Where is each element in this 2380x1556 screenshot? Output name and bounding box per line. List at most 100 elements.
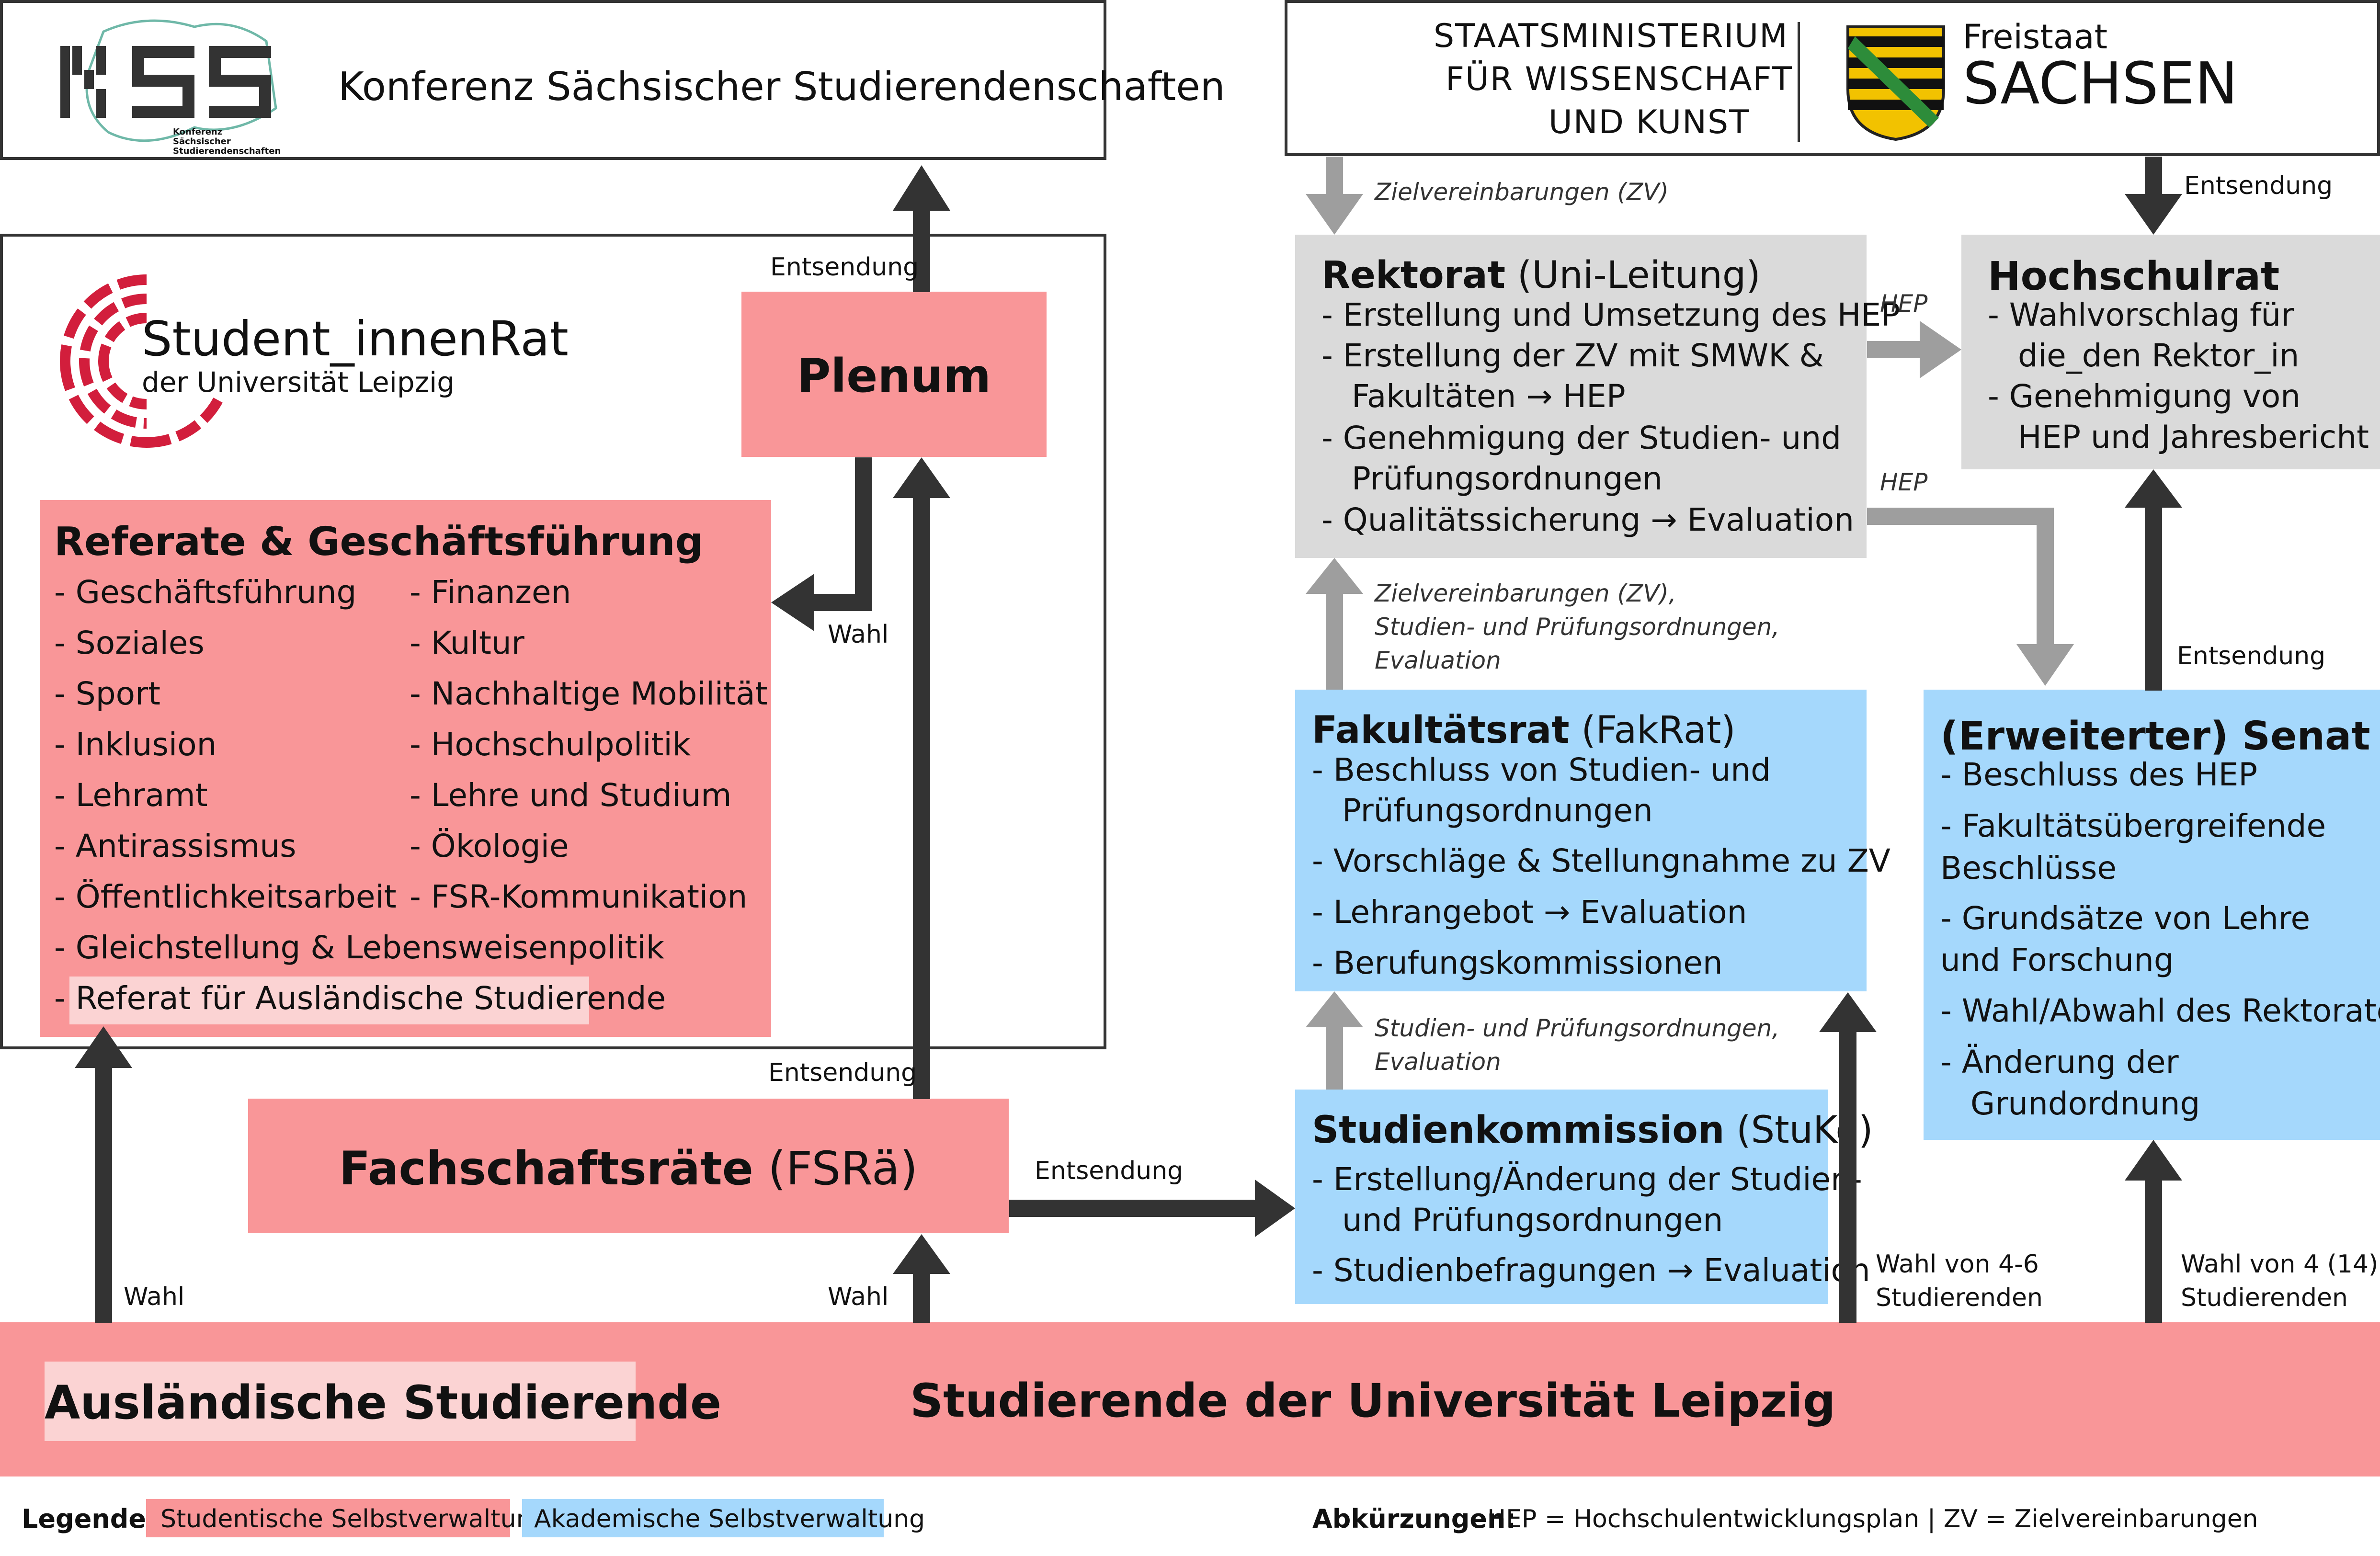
senat-title: (Erweiterter) Senat (1940, 714, 2370, 759)
referate-item: - FSR-Kommunikation (410, 878, 748, 915)
rektorat-title-row: Rektorat (Uni-Leitung) (1321, 254, 1761, 297)
foreign-students-box: Ausländische Studierende (45, 1362, 722, 1441)
hochschulrat-item: - Genehmigung von (1988, 378, 2301, 415)
fakrat-item: - Lehrangebot → Evaluation (1312, 894, 1747, 931)
label-wahl-fsr: Wahl (828, 1283, 889, 1311)
abbr-text: HEP = Hochschulentwicklungsplan | ZV = Z… (1487, 1505, 2258, 1533)
fsr-title: Fachschaftsräte (339, 1142, 753, 1195)
referate-title: Referate & Geschäftsführung (54, 519, 704, 565)
referate-item: - Kultur (410, 625, 524, 661)
label-spo-2: Evaluation (1375, 1048, 1501, 1076)
rektorat-item: - Erstellung und Umsetzung des HEP (1321, 296, 1900, 333)
stuko-item: - Erstellung/Änderung der Studien- (1312, 1161, 1862, 1198)
label-zv-multi-1: Zielvereinbarungen (ZV), (1375, 579, 1676, 607)
label-wahl-referate: Wahl (828, 620, 889, 649)
plenum-box: Plenum (741, 292, 1047, 457)
legend-academic: Akademische Selbstverwaltung (522, 1499, 925, 1537)
fakrat-title: Fakultätsrat (1312, 709, 1570, 752)
label-entsendung-stuko: Entsendung (1035, 1157, 1184, 1185)
label-entsendung-kss: Entsendung (770, 253, 919, 282)
kss-box: Konferenz Sächsischer Studierendenschaft… (0, 0, 1225, 160)
legend-label: Legende: (22, 1504, 157, 1534)
smwk-line3: UND KUNST (1549, 103, 1750, 141)
rektorat-item: - Qualitätssicherung → Evaluation (1321, 501, 1854, 538)
label-spo-1: Studien- und Prüfungsordnungen, (1375, 1014, 1780, 1042)
senat-item: und Forschung (1940, 942, 2174, 978)
fakrat-item: - Vorschläge & Stellungnahme zu ZV (1312, 842, 1890, 879)
referate-item: - Ökologie (410, 828, 569, 864)
stura-logo-title: Student_innenRat (142, 311, 569, 367)
divider (1798, 22, 1800, 142)
referate-item: - Referat für Ausländische Studierende (54, 980, 666, 1017)
freistaat-label: Freistaat (1963, 17, 2108, 57)
referate-item: - Antirassismus (54, 828, 296, 864)
referate-item: - Finanzen (410, 574, 571, 611)
referate-item: - Lehramt (54, 777, 208, 814)
rektorat-item: Fakultäten → HEP (1321, 378, 1626, 415)
label-wahl-414-1: Wahl von 4 (14) (2181, 1250, 2379, 1279)
sachsen-coat-of-arms-icon (1843, 22, 1948, 142)
smwk-box: STAATSMINISTERIUM FÜR WISSENSCHAFT UND K… (1285, 0, 2380, 156)
plenum-label: Plenum (797, 349, 991, 403)
senat-box: (Erweiterter) Senat - Beschluss des HEP … (1924, 690, 2380, 1140)
label-entsendung-hr: Entsendung (2184, 171, 2333, 200)
label-wahl-414-2: Studierenden (2181, 1283, 2348, 1312)
fakrat-title-row: Fakultätsrat (FakRat) (1312, 709, 1736, 752)
stuko-title: Studienkommission (1312, 1109, 1725, 1152)
fakrat-item: - Beschluss von Studien- und (1312, 751, 1771, 788)
smwk-line1: STAATSMINISTERIUM (1434, 17, 1788, 55)
stura-logo-sub: der Universität Leipzig (142, 366, 455, 398)
fakrat-item: - Berufungskommissionen (1312, 944, 1723, 981)
smwk-line2: FÜR WISSENSCHAFT (1446, 60, 1793, 98)
rektorat-item: - Genehmigung der Studien- und (1321, 420, 1842, 456)
label-zv-top: Zielvereinbarungen (ZV) (1375, 178, 1669, 206)
fsr-label: Fachschaftsräte (FSRä) (248, 1142, 1009, 1195)
senat-item: Grundordnung (1940, 1085, 2200, 1122)
rektorat-item: Prüfungsordnungen (1321, 460, 1663, 497)
senat-item: Beschlüsse (1940, 850, 2117, 886)
label-wahl-46-2: Studierenden (1876, 1283, 2043, 1312)
sachsen-label: SACHSEN (1963, 51, 2238, 117)
referate-item: - Sport (54, 675, 160, 712)
stuko-item: und Prüfungsordnungen (1312, 1202, 1723, 1238)
referate-highlight (69, 977, 589, 1024)
fakrat-sub: (FakRat) (1581, 709, 1736, 752)
senat-item: - Fakultätsübergreifende (1940, 807, 2326, 844)
senat-item: - Beschluss des HEP (1940, 756, 2258, 793)
referate-item: - Öffentlichkeitsarbeit (54, 878, 397, 915)
legend-student: Studentische Selbstverwaltung (146, 1499, 548, 1537)
legend-academic-label: Akademische Selbstverwaltung (534, 1505, 925, 1533)
label-hep-1: HEP (1880, 290, 1928, 318)
rektorat-box: Rektorat (Uni-Leitung) - Erstellung und … (1295, 235, 1900, 558)
senat-item: - Grundsätze von Lehre (1940, 900, 2311, 937)
label-hep-2: HEP (1880, 468, 1928, 496)
fsr-box: Fachschaftsräte (FSRä) (248, 1099, 1009, 1233)
rektorat-item: - Erstellung der ZV mit SMWK & (1321, 337, 1824, 374)
foreign-students-label: Ausländische Studierende (45, 1376, 722, 1430)
referate-box: Referate & Geschäftsführung - Geschäftsf… (40, 500, 771, 1037)
label-entsendung-plenum: Entsendung (768, 1058, 917, 1087)
label-entsendung-senat: Entsendung (2177, 642, 2326, 670)
referate-item: - Nachhaltige Mobilität (410, 675, 768, 712)
referate-item: - Gleichstellung & Lebensweisenpolitik (54, 929, 664, 966)
label-zv-multi-3: Evaluation (1375, 647, 1501, 674)
referate-item: - Soziales (54, 625, 205, 661)
stura-logo-icon (56, 270, 238, 452)
fakrat-item: Prüfungsordnungen (1312, 792, 1653, 829)
rektorat-sub: (Uni-Leitung) (1517, 254, 1761, 297)
senat-item: - Wahl/Abwahl des Rektorates (1940, 992, 2380, 1029)
fsr-abbr: (FSRä) (768, 1142, 918, 1195)
arrow-entsendung-kss (913, 211, 930, 292)
students-main-label: Studierende der Universität Leipzig (910, 1374, 1836, 1428)
stuko-item: - Studienbefragungen → Evaluation (1312, 1252, 1870, 1289)
students-bar: Ausländische Studierende Studierende der… (0, 1322, 2380, 1476)
hochschulrat-box: Hochschulrat - Wahlvorschlag für die_den… (1961, 235, 2380, 469)
hochschulrat-title: Hochschulrat (1988, 254, 2280, 299)
legend-student-label: Studentische Selbstverwaltung (160, 1505, 548, 1533)
hochschulrat-item: die_den Rektor_in (1988, 337, 2300, 374)
fakrat-box: Fakultätsrat (FakRat) - Beschluss von St… (1295, 690, 1890, 991)
label-wahl-foreign: Wahl (124, 1283, 185, 1311)
kss-logo-caption: Konferenz Sächsischer Studierendenschaft… (173, 127, 281, 156)
abbr-label: Abkürzungen: (1312, 1504, 1516, 1534)
